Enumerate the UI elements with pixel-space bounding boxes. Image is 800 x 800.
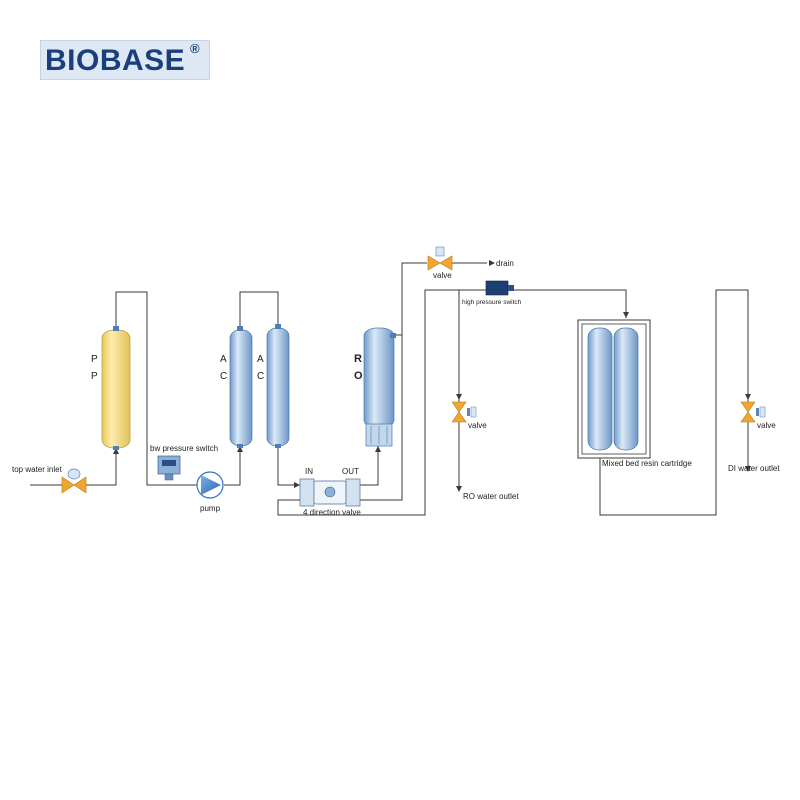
pp-label-2: P — [91, 371, 98, 382]
ac1-top-port — [237, 326, 243, 331]
pp-vessel-bottom-port — [113, 446, 119, 450]
di-valve-bottom — [740, 411, 756, 423]
ac-filter-vessel-2 — [266, 324, 290, 448]
di-outlet-label: DI water outlet — [728, 464, 780, 473]
arrow-down-resin — [623, 312, 629, 318]
drain-valve-left — [427, 255, 441, 271]
ro-outlet-label: RO water outlet — [463, 492, 519, 501]
ac1-label-2: C — [220, 371, 227, 382]
di-valve-stem-icon — [756, 408, 759, 416]
valve-left-half — [61, 476, 75, 494]
di-outlet-valve[interactable] — [740, 401, 766, 423]
di-valve-handle-icon — [759, 406, 766, 418]
ac1-body — [229, 329, 253, 447]
port-in-label: IN — [305, 467, 313, 476]
pp-vessel-top-port — [113, 326, 119, 331]
logo-text: BIOBASE — [45, 44, 186, 77]
pipe-resin-to-di — [599, 289, 749, 516]
fourway-right-block — [345, 478, 361, 507]
ro-label-2: O — [354, 370, 363, 382]
ac2-top-port — [275, 324, 281, 329]
switch-stem — [164, 473, 174, 481]
low-pressure-switch — [157, 455, 181, 481]
arrow-drain — [489, 260, 495, 266]
pp-vessel-body — [101, 329, 131, 449]
resin-column-1 — [587, 327, 613, 451]
switch-face — [162, 460, 176, 466]
arrow-down-di-outlet — [745, 466, 751, 472]
high-pressure-switch-label: high pressure switch — [462, 299, 522, 306]
ro-body — [363, 327, 395, 429]
four-direction-valve[interactable] — [299, 478, 361, 507]
pp-filter-vessel — [101, 326, 131, 450]
valve-right-half — [73, 476, 87, 494]
ro-valve-stem-icon — [467, 408, 470, 416]
arrow-up-pp — [113, 448, 119, 454]
ac1-bottom-port — [237, 444, 243, 448]
valve-handwheel-icon — [67, 468, 81, 480]
port-out-label: OUT — [342, 467, 359, 476]
pump-icon — [196, 471, 224, 499]
ro-top-port — [390, 333, 396, 338]
pipe-ac2-to-fourway — [277, 446, 300, 486]
drain-valve-actuator-icon — [435, 246, 445, 257]
hp-switch-body — [485, 280, 509, 296]
pipe-fourway-to-ro — [360, 446, 379, 486]
pipe-ro-concentrate — [360, 262, 427, 501]
pipe-pp-to-pump — [115, 291, 198, 486]
ac-filter-vessel-1 — [229, 326, 253, 448]
fourway-knob-icon — [324, 486, 336, 498]
arrow-down-di-line — [745, 394, 751, 400]
mixed-bed-resin-cartridge — [577, 319, 651, 459]
resin-column-2 — [613, 327, 639, 451]
piping — [30, 262, 749, 516]
drain-valve-right — [439, 255, 453, 271]
pp-label-1: P — [91, 354, 98, 365]
high-pressure-switch — [485, 280, 514, 296]
ac2-label-2: C — [257, 371, 264, 382]
hp-switch-cap — [508, 285, 514, 291]
drain-valve[interactable] — [427, 246, 453, 271]
ro-valve-label: valve — [468, 421, 487, 430]
pipe-pump-to-ac1 — [224, 446, 241, 486]
arrow-down-ro-outlet — [456, 486, 462, 492]
pipe-ro-to-resin — [277, 289, 627, 516]
arrow-right-in — [294, 482, 300, 488]
ro-valve-top — [451, 401, 467, 413]
ac2-label-1: A — [257, 354, 264, 365]
ac2-body — [266, 327, 290, 447]
biobase-logo: BIOBASE — [40, 40, 210, 80]
ro-membrane-vessel — [363, 327, 396, 447]
pump-triangle — [201, 475, 221, 495]
inlet-label: top water inlet — [12, 465, 63, 474]
ac1-label-1: A — [220, 354, 227, 365]
ro-label-1: R — [354, 353, 362, 365]
di-valve-label: valve — [757, 421, 776, 430]
ro-outlet-valve[interactable] — [451, 401, 477, 423]
low-pressure-switch-label: bw pressure switch — [150, 444, 218, 453]
drain-valve-label: valve — [433, 271, 452, 280]
pipe-ac1-to-ac2 — [239, 291, 279, 328]
pipe-inlet-to-pp — [30, 448, 117, 486]
pump-label: pump — [200, 504, 221, 513]
arrow-up-ro — [375, 446, 381, 452]
arrow-down-ro-line — [456, 394, 462, 400]
drain-label: drain — [496, 259, 514, 268]
ro-valve-bottom — [451, 411, 467, 423]
resin-label: Mixed bed resin cartridge — [602, 459, 692, 468]
four-way-valve-label: 4 direction valve — [303, 508, 361, 517]
registered-mark: ® — [190, 41, 200, 56]
inlet-valve[interactable] — [61, 468, 87, 494]
di-valve-top — [740, 401, 756, 413]
arrow-up-ac1 — [237, 446, 243, 452]
ro-valve-handle-icon — [470, 406, 477, 418]
fourway-left-block — [299, 478, 315, 507]
ac2-bottom-port — [275, 444, 281, 448]
